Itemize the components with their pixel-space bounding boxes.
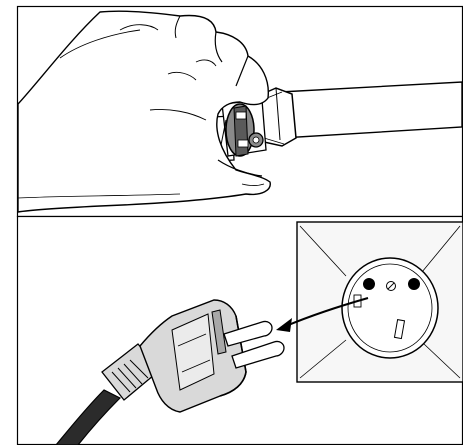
- valve-icon: [220, 100, 266, 156]
- panel-top: [18, 7, 463, 217]
- socket-icon: [297, 222, 463, 382]
- panel-bottom: [18, 217, 463, 445]
